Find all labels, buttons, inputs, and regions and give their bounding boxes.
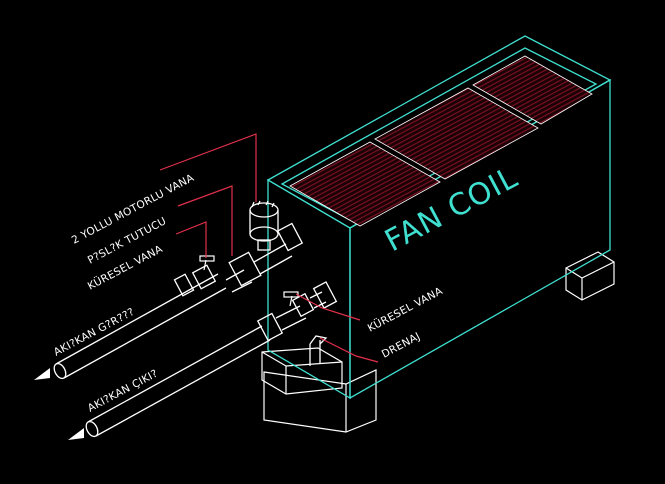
top-grille xyxy=(289,55,593,227)
grille-panel-3 xyxy=(472,55,593,125)
label-drain: DRENAJ xyxy=(380,330,423,360)
fan-coil-unit xyxy=(266,35,612,400)
label-ball-valve-right: KÜRESEL VANA xyxy=(365,284,445,335)
motorized-valve-actuator xyxy=(249,200,279,251)
outlet-arrow-icon xyxy=(68,428,84,440)
label-fluid-out: AKI?KAN ÇIKI? xyxy=(86,368,160,415)
flow-arrows xyxy=(34,368,84,440)
label-fluid-in: AKI?KAN G?R??? xyxy=(52,306,137,359)
inlet-arrow-icon xyxy=(34,368,50,380)
grille-panel-1 xyxy=(289,141,441,227)
support-feet xyxy=(261,251,615,433)
ball-valve-inlet xyxy=(199,255,215,271)
outlet-pipe xyxy=(85,281,338,438)
leader-lines xyxy=(159,133,379,363)
grille-panel-2 xyxy=(374,87,539,180)
inlet-pipe xyxy=(53,222,304,380)
drain-pipe xyxy=(309,335,328,366)
